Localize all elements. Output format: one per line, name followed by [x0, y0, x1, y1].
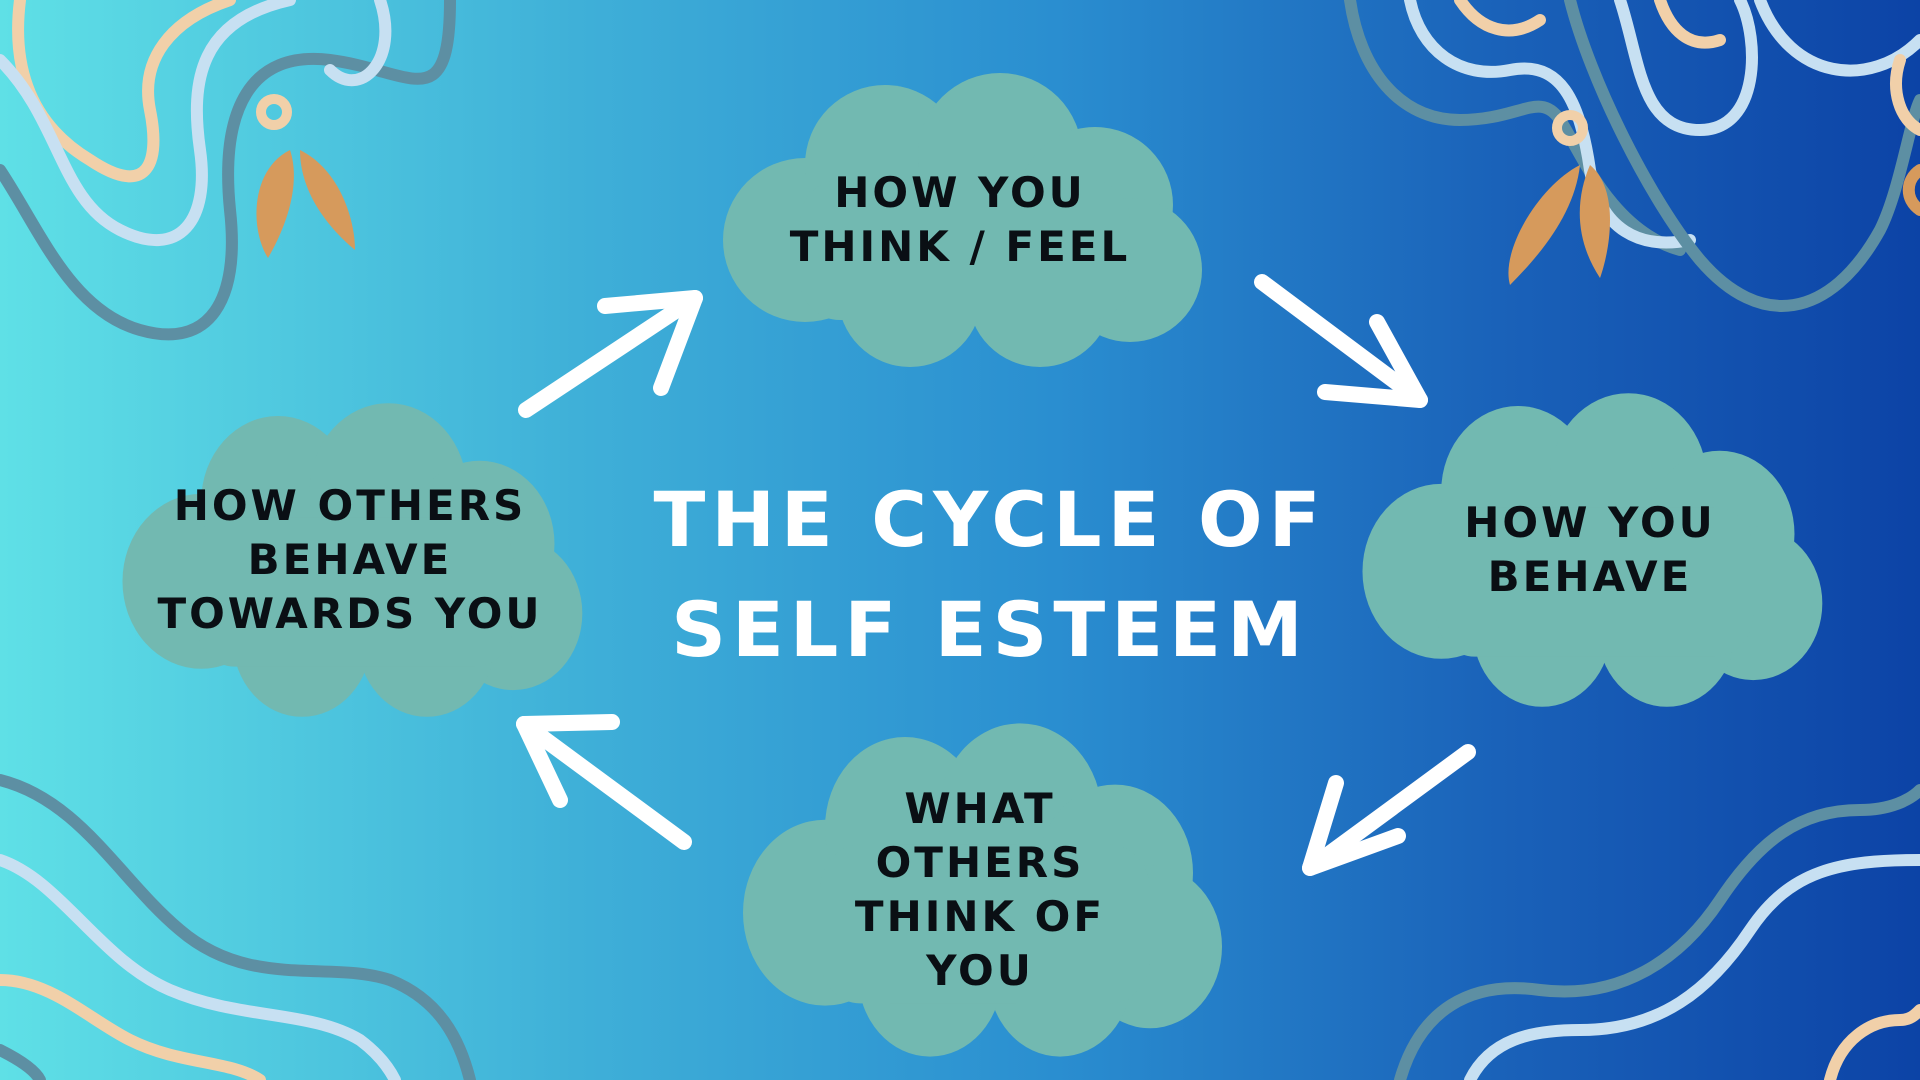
title-line-1: THE CYCLE OF: [653, 475, 1327, 564]
diagram-title: THE CYCLE OF SELF ESTEEM: [640, 465, 1340, 685]
decorative-wave-line: [1564, 0, 1920, 312]
node-how-you-behave: HOW YOU BEHAVE: [1350, 390, 1830, 710]
decorative-wave-line: [0, 854, 401, 1080]
sprout-icon: [1508, 110, 1610, 285]
node-what-others-think-of-you: WHAT OTHERS THINK OF YOU: [730, 720, 1230, 1060]
decorative-wave-line: [324, 0, 392, 87]
node-label: HOW OTHERS BEHAVE TOWARDS YOU: [157, 481, 543, 638]
decorative-wave-line: [1614, 0, 1758, 137]
node-label: HOW YOU BEHAVE: [1464, 498, 1716, 601]
decorative-wave-line: [1902, 164, 1920, 216]
node-label: HOW YOU THINK / FEEL: [789, 168, 1131, 271]
decorative-wave-line: [0, 774, 476, 1080]
decorative-wave-line: [0, 1044, 46, 1080]
decorative-wave-line: [1454, 0, 1546, 37]
decorative-wave-line: [1404, 0, 1696, 249]
sprout-icon: [256, 94, 355, 258]
decorative-wave-line: [1464, 854, 1920, 1080]
node-how-you-think-feel: HOW YOU THINK / FEEL: [710, 70, 1210, 370]
decorative-wave-line: [1394, 784, 1920, 1080]
title-line-2: SELF ESTEEM: [671, 585, 1309, 674]
node-label: WHAT OTHERS THINK OF YOU: [854, 784, 1106, 995]
arrow-think-to-behave: [1254, 274, 1428, 408]
decorative-wave-line: [1824, 1004, 1920, 1080]
decorative-wave-line: [0, 974, 266, 1080]
decorative-wave-line: [0, 0, 296, 247]
arrow-behave-to-others-think: [1302, 744, 1476, 876]
decorative-wave-line: [1890, 54, 1920, 136]
decorative-wave-line: [0, 0, 456, 341]
decorative-wave-line: [1654, 0, 1726, 49]
arrow-others-think-to-others-behave: [516, 714, 692, 850]
arrow-others-behave-to-think: [518, 290, 703, 418]
node-how-others-behave-towards-you: HOW OTHERS BEHAVE TOWARDS YOU: [110, 400, 590, 720]
